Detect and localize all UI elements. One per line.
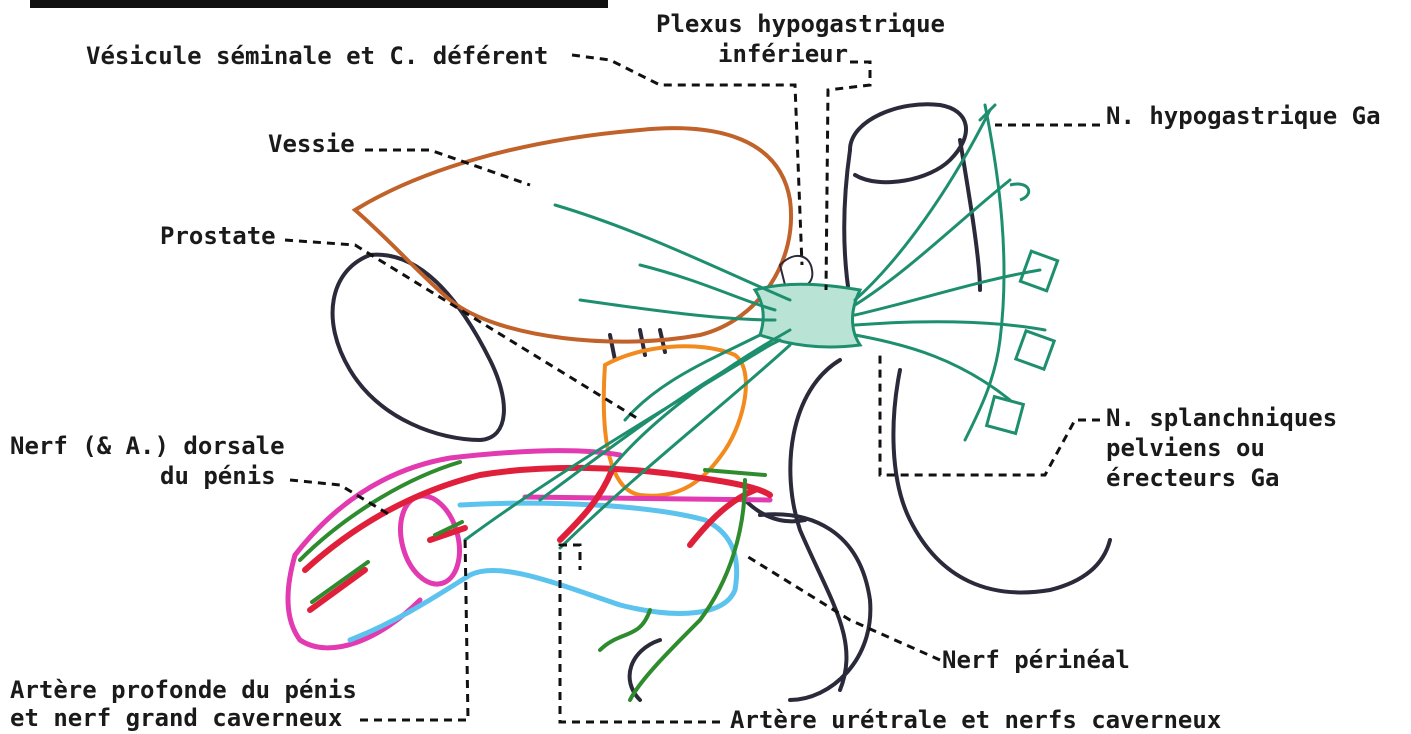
label-profonde-2: et nerf grand caverneux — [10, 704, 342, 732]
leader-uretrale — [560, 545, 720, 722]
bladder-outline — [355, 128, 791, 341]
label-profonde-1: Artère profonde du pénis — [10, 676, 357, 704]
splanchnic-1 — [855, 180, 1010, 305]
label-dorsale-1: Nerf (& A.) dorsale — [10, 432, 285, 460]
label-n-hypogastrique: N. hypogastrique Ga — [1106, 102, 1381, 130]
label-vessie: Vessie — [268, 130, 355, 158]
label-uretrale: Artère urétrale et nerfs caverneux — [730, 706, 1221, 734]
ganglion-2 — [1016, 331, 1054, 369]
splanchnic-2 — [855, 270, 1040, 315]
sacrum-top — [850, 104, 966, 182]
perineal-body — [760, 514, 870, 700]
tick-1 — [610, 335, 615, 360]
dorsal-nerve-line — [300, 462, 460, 560]
urethra — [350, 503, 737, 640]
label-plexus-2: inférieur — [718, 40, 848, 68]
ganglion-hook — [1010, 184, 1029, 200]
nerve-to-bladder — [555, 205, 790, 300]
label-vesicule: Vésicule séminale et C. déférent — [86, 42, 548, 70]
leader-vesicule — [572, 55, 802, 265]
ganglion-3 — [987, 397, 1024, 434]
plexus-ganglion — [755, 284, 860, 347]
penis-tip — [288, 555, 300, 640]
sacral-ganglia — [987, 184, 1058, 433]
label-dorsale-2: du pénis — [160, 462, 276, 490]
nerve-bladder-2 — [640, 265, 775, 310]
dorsal-nerve-distal — [312, 562, 368, 602]
splanchnic-3 — [855, 322, 1045, 330]
pelvic-nerves — [465, 105, 1045, 548]
label-perineal: Nerf périnéal — [942, 646, 1130, 674]
sacrum-front — [844, 150, 850, 300]
cavernous-nerve-2 — [560, 345, 790, 548]
anal-canal — [893, 370, 1110, 592]
leader-prostate — [285, 240, 640, 420]
label-plexus-1: Plexus hypogastrique — [656, 10, 945, 38]
urethra-path — [350, 503, 737, 640]
label-prostate: Prostate — [160, 222, 276, 250]
perineal-nerve-top — [705, 470, 765, 475]
label-splanchniques-3: érecteurs Ga — [1106, 464, 1279, 492]
leader-lines — [285, 55, 1100, 722]
perineal-nerve — [630, 480, 745, 700]
leader-perineal — [745, 555, 940, 660]
hypogastric-plexus — [755, 284, 860, 347]
label-splanchniques-1: N. splanchniques — [1106, 404, 1337, 432]
deep-artery-distal — [310, 570, 365, 610]
label-splanchniques-2: pelviens ou — [1106, 434, 1265, 462]
perineal-branch — [600, 610, 650, 650]
